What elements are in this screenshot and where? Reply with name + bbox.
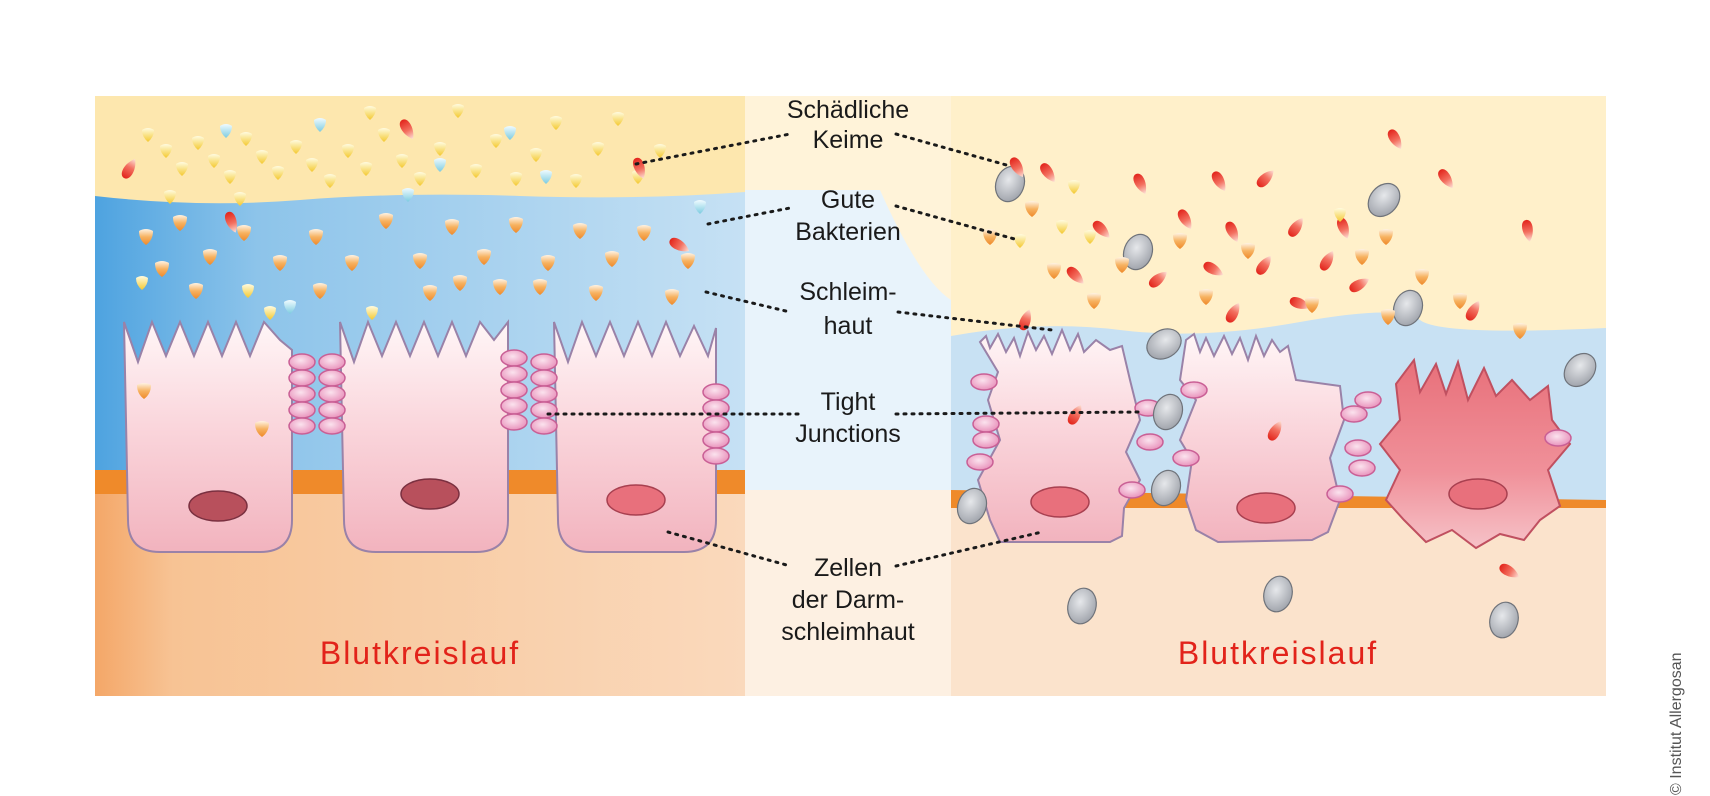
center-label-strip [745, 96, 951, 696]
tight-junctions-label-2: Junctions [795, 420, 901, 448]
leader-lines [546, 132, 1144, 568]
cell-nucleus [1030, 486, 1090, 518]
cell-nucleus [606, 484, 666, 516]
cells-label-1: Zellen [814, 554, 882, 582]
mucosa-label-1: Schleim- [799, 278, 896, 306]
healthy-cell [123, 319, 293, 553]
leaky-gut-panel [951, 96, 1606, 696]
harmful-germs-label-2: Keime [813, 126, 884, 154]
harmful-germs-label-1: Schädliche [787, 96, 909, 124]
bloodstream-label-left: Blutkreislauf [320, 635, 520, 671]
cell-nucleus [188, 490, 248, 522]
healthy-cell [339, 319, 509, 553]
tight-junctions-label-1: Tight [821, 388, 876, 416]
healthy-cell [553, 319, 717, 553]
damaged-cell [1178, 332, 1346, 544]
labels: Schädliche Keime Gute Bakterien Schleim-… [320, 96, 1378, 671]
inflamed-cell [1378, 357, 1572, 550]
cells-label-3: schleimhaut [781, 618, 914, 646]
bloodstream-label-right: Blutkreislauf [1178, 635, 1378, 671]
healthy-panel [95, 96, 745, 696]
mucosa-label-2: haut [824, 312, 873, 340]
cell-nucleus [400, 478, 460, 510]
good-bacteria-label-2: Bakterien [795, 218, 901, 246]
cell-nucleus [1448, 478, 1508, 510]
copyright-credit: © Institut Allergosan [1668, 652, 1685, 795]
good-bacteria-label-1: Gute [821, 186, 875, 214]
damaged-cell [976, 327, 1142, 543]
cells-label-2: der Darm- [792, 586, 905, 614]
cell-nucleus [1236, 492, 1296, 524]
